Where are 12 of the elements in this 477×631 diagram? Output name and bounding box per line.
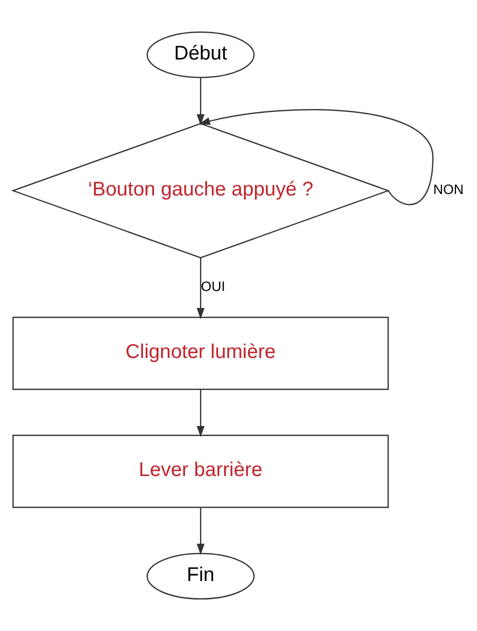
edge-label: OUI	[200, 279, 226, 294]
edge-label: NON	[433, 182, 464, 198]
node-box: Clignoter lumière	[12, 316, 389, 390]
arrow	[196, 390, 205, 438]
arrow	[196, 258, 205, 320]
node-box: Lever barrière	[12, 434, 389, 508]
node-ellipse: Début	[146, 32, 255, 78]
node-ellipse: Fin	[146, 552, 255, 600]
arrow	[196, 78, 205, 126]
arrow	[198, 109, 434, 206]
arrow	[196, 508, 205, 555]
node-diamond: ‘Bouton gauche appuyé ?	[11, 122, 390, 258]
